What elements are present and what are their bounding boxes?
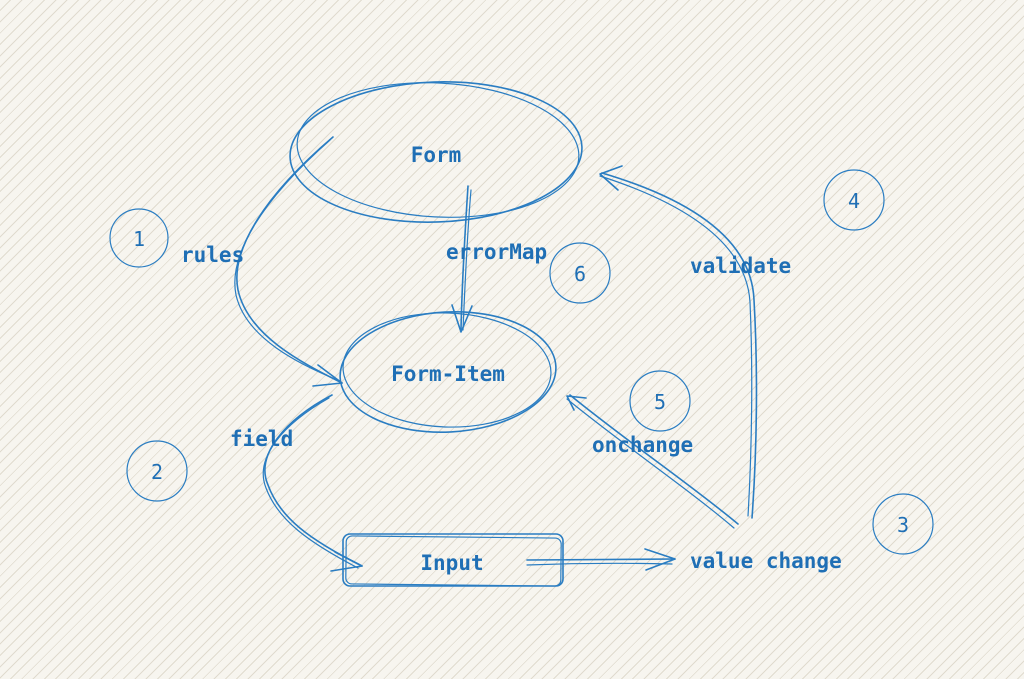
step-badge-5: 5 — [629, 370, 691, 432]
svg-text:2: 2 — [151, 460, 163, 484]
onchange-label: onchange — [592, 433, 693, 457]
svg-text:4: 4 — [848, 189, 860, 213]
form-node: Form — [289, 81, 583, 223]
rules-label: rules — [181, 243, 244, 267]
svg-text:3: 3 — [897, 513, 909, 537]
step-badge-6: 6 — [549, 242, 611, 304]
step-badge-4: 4 — [823, 169, 885, 231]
svg-text:1: 1 — [133, 227, 145, 251]
validate-label: validate — [690, 254, 791, 278]
value-change-arrow — [526, 548, 676, 571]
onchange-arrow — [566, 394, 739, 529]
error-map-label: errorMap — [446, 240, 547, 264]
svg-text:5: 5 — [654, 390, 666, 414]
field-arrow — [262, 394, 363, 572]
form-label: Form — [411, 143, 462, 167]
field-label: field — [230, 427, 293, 451]
input-label: Input — [420, 551, 483, 575]
form-item-node: Form-Item — [339, 311, 557, 433]
step-badge-3: 3 — [872, 493, 934, 555]
step-badge-2: 2 — [126, 440, 188, 502]
validate-arrow — [599, 165, 758, 519]
step-badge-1: 1 — [109, 208, 169, 268]
error-map-arrow — [451, 185, 473, 333]
rules-arrow — [234, 136, 343, 387]
value-change-label: value change — [690, 549, 842, 573]
form-item-label: Form-Item — [391, 362, 505, 386]
svg-text:6: 6 — [574, 262, 586, 286]
